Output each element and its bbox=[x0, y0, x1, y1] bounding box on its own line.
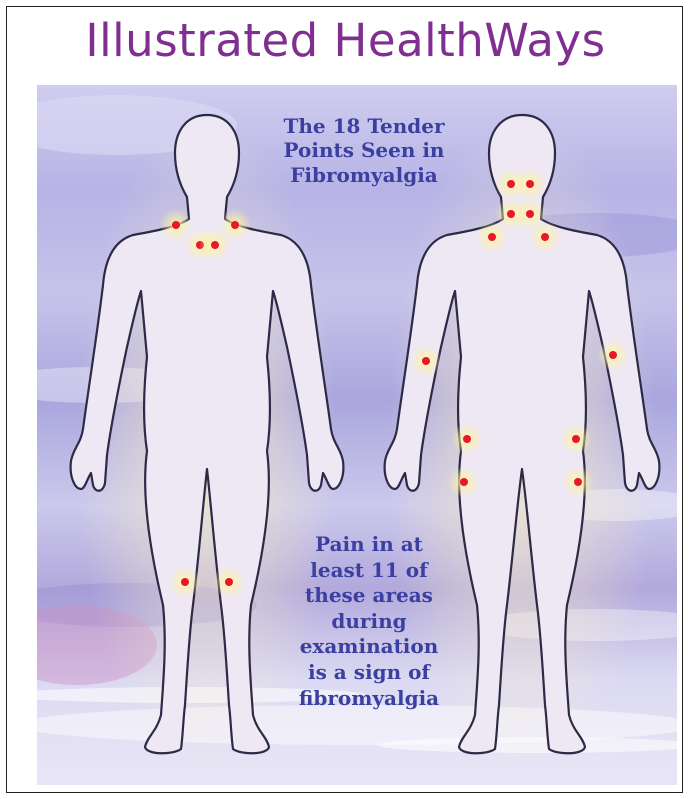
tender-point bbox=[526, 180, 534, 188]
tender-point bbox=[181, 578, 189, 586]
tender-point bbox=[211, 241, 219, 249]
diagnosis-note-line: during bbox=[279, 609, 459, 635]
diagram-title-line: Points Seen in bbox=[264, 138, 464, 162]
diagnosis-note-line: Pain in at bbox=[279, 532, 459, 558]
tender-point bbox=[507, 210, 515, 218]
diagram-title-line: Fibromyalgia bbox=[264, 163, 464, 187]
tender-point bbox=[574, 478, 582, 486]
tender-point bbox=[541, 233, 549, 241]
tender-point bbox=[172, 221, 180, 229]
tender-point bbox=[572, 435, 580, 443]
diagram-title-line: The 18 Tender bbox=[264, 114, 464, 138]
diagnosis-note-line: least 11 of bbox=[279, 558, 459, 584]
tender-point bbox=[225, 578, 233, 586]
brand-title: Illustrated HealthWays bbox=[0, 14, 691, 67]
tender-point bbox=[609, 351, 617, 359]
tender-point bbox=[526, 210, 534, 218]
diagnosis-note-line: these areas bbox=[279, 583, 459, 609]
tender-point bbox=[422, 357, 430, 365]
diagnosis-note-line: is a sign of bbox=[279, 660, 459, 686]
tender-point bbox=[463, 435, 471, 443]
diagram-title: The 18 Tender Points Seen in Fibromyalgi… bbox=[264, 114, 464, 187]
tender-point bbox=[507, 180, 515, 188]
diagnosis-note: Pain in at least 11 of these areas durin… bbox=[279, 532, 459, 711]
illustration-panel: The 18 Tender Points Seen in Fibromyalgi… bbox=[37, 85, 677, 785]
tender-point bbox=[231, 221, 239, 229]
diagnosis-note-line: examination bbox=[279, 634, 459, 660]
tender-point bbox=[460, 478, 468, 486]
diagnosis-note-line: fibromyalgia bbox=[279, 686, 459, 712]
tender-point bbox=[488, 233, 496, 241]
